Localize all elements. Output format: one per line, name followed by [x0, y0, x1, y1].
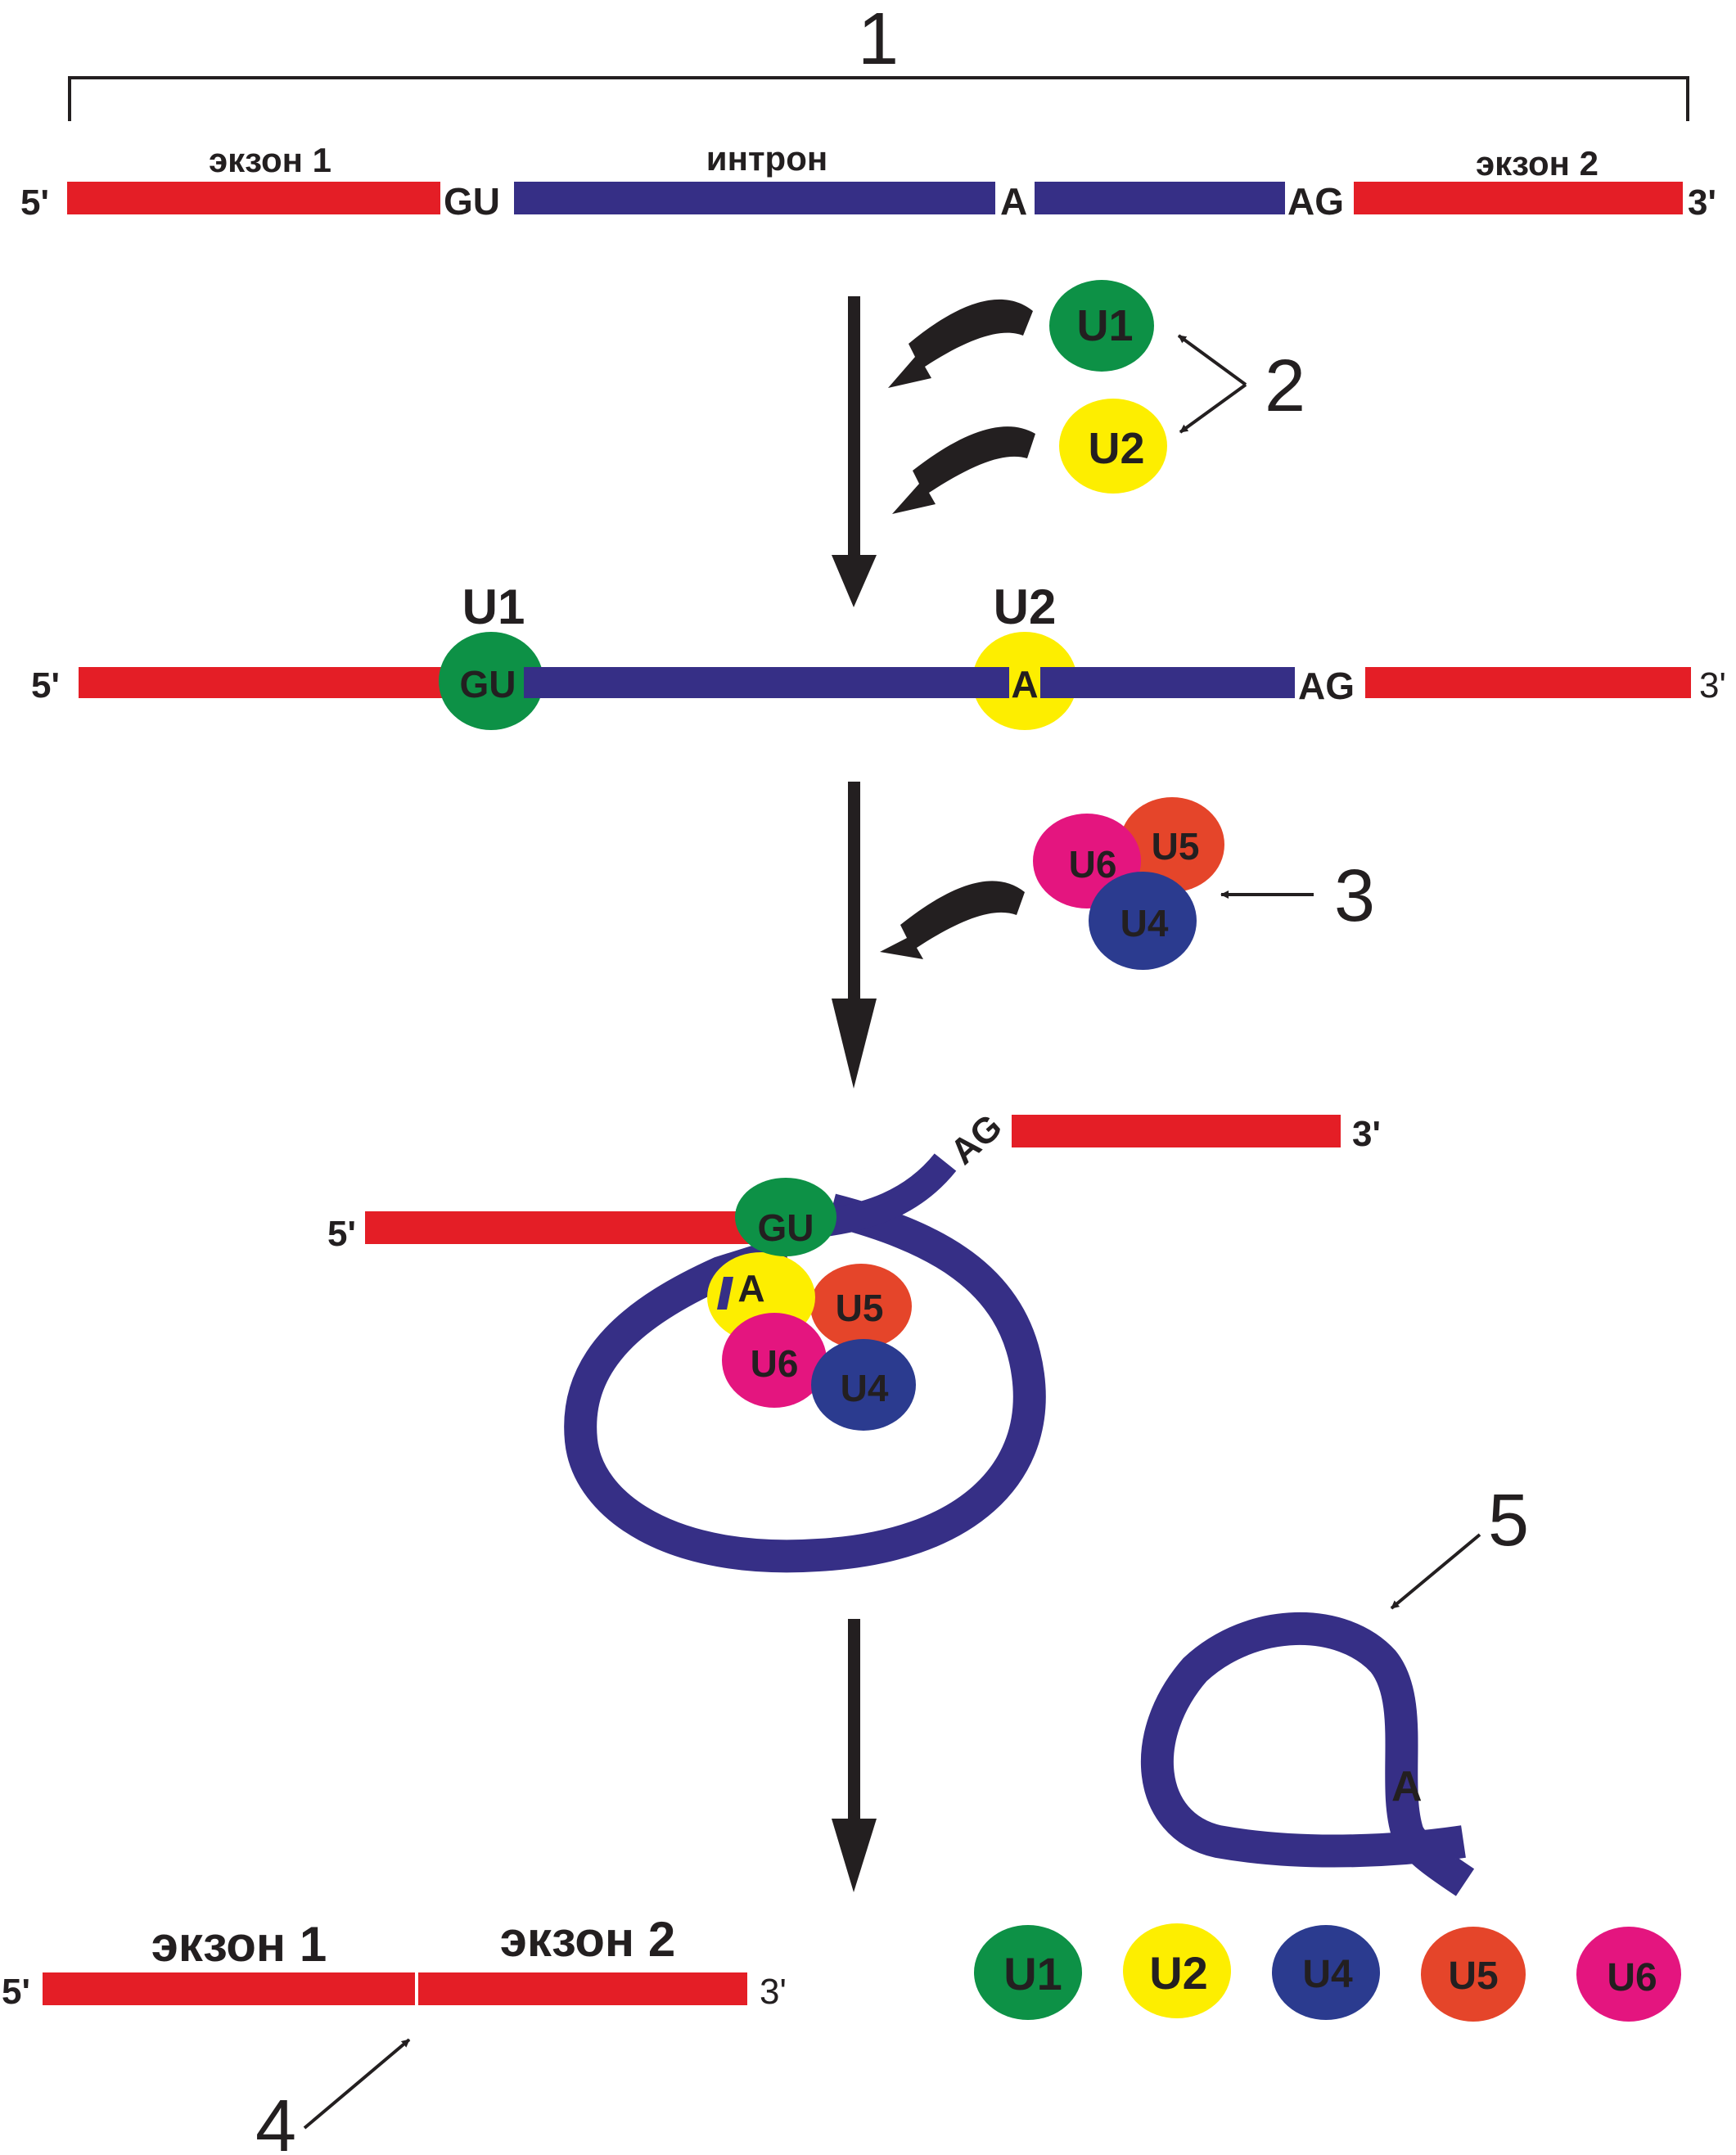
exon-1-bar: [67, 182, 440, 214]
u5-label-3: U5: [836, 1287, 884, 1329]
svg-text:U1: U1: [1076, 301, 1133, 350]
bound-row: 5' U1 GU U2 A AG 3': [31, 579, 1726, 730]
intron-bar-2: [524, 667, 1295, 698]
intron-tail: [816, 1153, 957, 1238]
u5-label: U5: [1152, 825, 1200, 868]
u1-top-label: U1: [462, 579, 525, 634]
pre-mrna-row: 1 5' экзон 1 GU интрон A AG экзон 2 3': [20, 0, 1716, 223]
exon-1-bar-2: [79, 667, 447, 698]
ag-label-2: AG: [1298, 665, 1355, 707]
exon-2-bar-2: [1365, 667, 1691, 698]
released-u6: U6: [1607, 1956, 1657, 1999]
u2-top-label: U2: [994, 579, 1057, 634]
three-prime-label-2: 3': [1699, 665, 1726, 706]
curved-arrow-u456: [880, 881, 1025, 959]
pre-mrna-bracket: [68, 76, 1689, 121]
step-arrow-3: [832, 1619, 877, 1892]
label-2: 2: [1265, 345, 1305, 427]
intron-bar-left: [514, 182, 995, 214]
lariat-a-label: A: [1391, 1763, 1423, 1810]
label-2-group: 2: [1177, 334, 1305, 434]
u456-cluster: U5 U6 U4: [1033, 797, 1224, 970]
step-arrow-2: [832, 782, 877, 1089]
step-arrow-1: [832, 296, 877, 607]
gu-label-3: GU: [758, 1206, 814, 1249]
ag-site-label: AG: [1287, 180, 1344, 223]
exon-1-label-4: экзон 1: [151, 1917, 327, 1972]
five-prime-label: 5': [20, 183, 49, 223]
exon-1-bar-3: [365, 1211, 750, 1244]
exon-2-bar-4: [418, 1972, 747, 2005]
three-prime-label-4: 3': [760, 1972, 787, 2012]
curved-arrow-u2: [892, 426, 1035, 514]
exon-2-label-4: экзон 2: [500, 1912, 675, 1967]
released-snrnps: U1 U2 U4 U5 U6: [974, 1923, 1681, 2022]
u4-label-3: U4: [841, 1367, 889, 1409]
a-label-3: A: [737, 1267, 764, 1310]
u1-factor: U1: [1049, 280, 1154, 372]
product-row: 5' экзон 1 экзон 2 3' 4: [2, 1912, 787, 2155]
branch-a-label: A: [1000, 180, 1027, 223]
u2-factor: U2: [1059, 399, 1167, 494]
label-5: 5: [1488, 1480, 1529, 1562]
released-u2: U2: [1149, 1947, 1208, 1999]
exon-2-bar: [1354, 182, 1683, 214]
svg-text:U2: U2: [1088, 424, 1144, 473]
intron-bar-right: [1035, 182, 1285, 214]
five-prime-label-4: 5': [2, 1972, 30, 2012]
u6-label-3: U6: [751, 1342, 799, 1385]
u4-label: U4: [1121, 902, 1169, 945]
five-prime-label-3: 5': [327, 1214, 356, 1254]
u6-label: U6: [1069, 843, 1117, 886]
gu-label-2: GU: [460, 663, 516, 706]
u1-bound: [439, 632, 543, 730]
released-u1: U1: [1003, 1948, 1062, 1999]
spliceosome-row: AG 3' 5' GU A U5 U6 U4: [327, 1107, 1381, 1573]
gu-site-label: GU: [444, 180, 500, 223]
curved-arrow-u1: [888, 299, 1033, 388]
three-prime-label-3: 3': [1352, 1114, 1381, 1154]
released-u4: U4: [1302, 1953, 1353, 1996]
exon-2-bar-3: [1012, 1115, 1341, 1147]
label-1: 1: [858, 0, 899, 80]
label-3: 3: [1334, 855, 1375, 937]
a-label-2: A: [1011, 663, 1038, 706]
released-lariat: A 5: [1140, 1480, 1529, 1896]
released-u5: U5: [1448, 1954, 1498, 1998]
exon-1-bar-4: [43, 1972, 415, 2005]
ag-label-3: AG: [943, 1107, 1010, 1173]
label-4: 4: [255, 2085, 296, 2151]
five-prime-label-2: 5': [31, 665, 60, 706]
label-3-group: 3: [1220, 855, 1375, 937]
three-prime-label: 3': [1688, 183, 1716, 223]
intron-loop: [564, 1193, 1046, 1573]
exon-2-label: экзон 2: [1476, 144, 1598, 183]
intron-label: интрон: [706, 139, 827, 178]
exon-1-label: экзон 1: [209, 141, 331, 179]
